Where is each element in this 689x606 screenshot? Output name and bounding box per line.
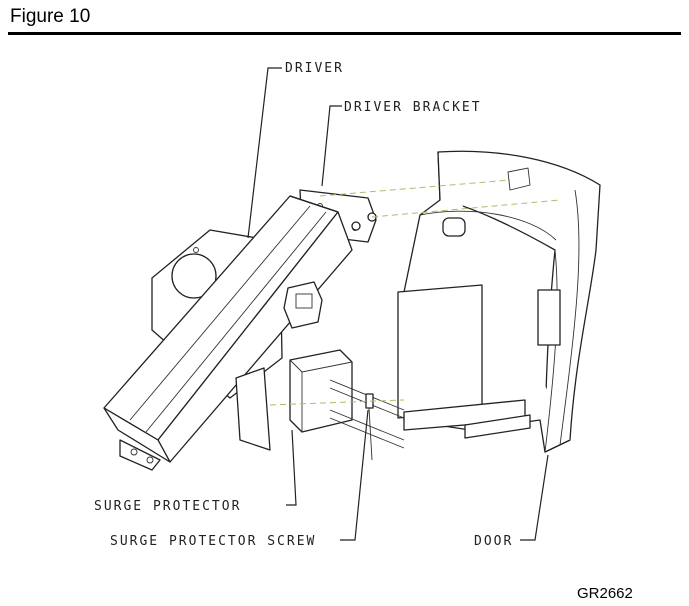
surge-protector-part [289, 349, 405, 449]
door-label: DOOR [474, 534, 513, 549]
driver-bracket-label: DRIVER BRACKET [344, 100, 482, 115]
mounting-plate [235, 367, 271, 451]
figure-code: GR2662 [577, 585, 633, 602]
title-rule [8, 32, 681, 35]
surge-protector-screw-label: SURGE PROTECTOR SCREW [110, 534, 316, 549]
leader-lines [247, 67, 549, 541]
driver-label: DRIVER [285, 61, 344, 76]
driver-part [103, 195, 353, 471]
surge-protector-label: SURGE PROTECTOR [94, 499, 241, 514]
figure-title: Figure 10 [10, 6, 91, 27]
door-part [397, 150, 601, 453]
alignment-lines [269, 179, 561, 406]
